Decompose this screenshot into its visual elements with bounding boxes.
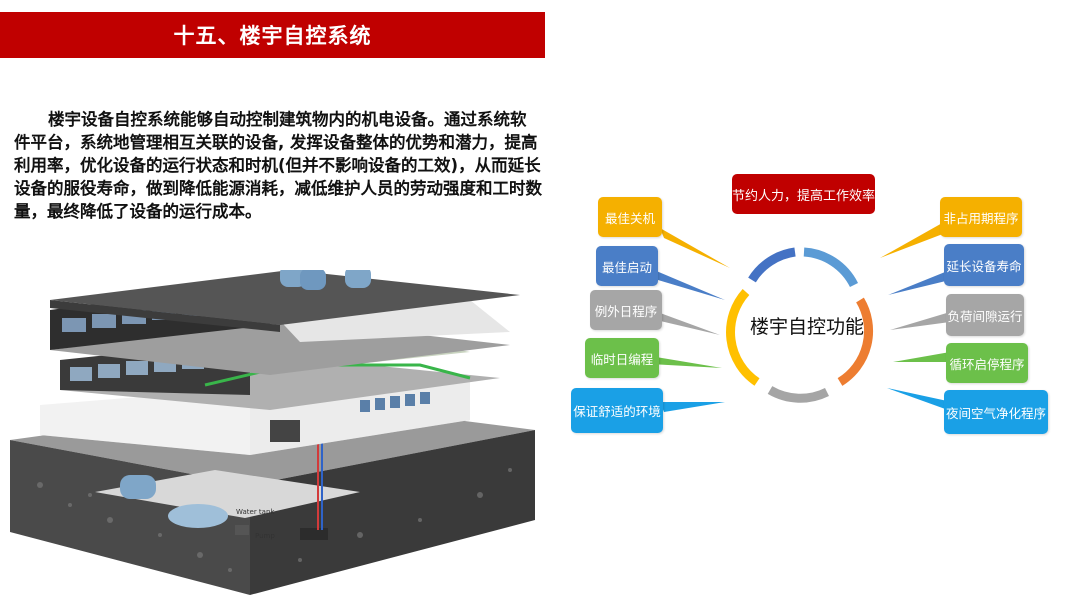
water-tank-2 <box>168 504 228 528</box>
intro-paragraph: 楼宇设备自控系统能够自动控制建筑物内的机电设备。通过系统软件平台，系统地管理相互… <box>14 110 542 221</box>
roof-front <box>50 300 280 332</box>
connector-load-gap <box>890 312 950 330</box>
ring-segment-gray <box>767 386 829 403</box>
water-tank-label: Water tank <box>236 508 275 516</box>
roof-tank-1 <box>280 270 306 287</box>
diagram-center-label: 楼宇自控功能 <box>749 316 864 338</box>
connector-equipment-life <box>888 270 950 295</box>
callout-exception-day: 例外日程序 <box>590 290 662 330</box>
callout-load-gap: 负荷间隙运行 <box>946 294 1024 336</box>
callout-night-purge: 夜间空气净化程序 <box>944 390 1048 434</box>
middle-floor-slab <box>60 358 500 410</box>
function-diagram-connectors <box>650 222 952 412</box>
roof <box>50 270 520 325</box>
title-bar: 十五、楼宇自控系统 <box>0 12 545 58</box>
callout-comfort: 保证舒适的环境 <box>571 388 663 433</box>
green-duct <box>204 363 471 387</box>
connector-temp-day <box>650 356 722 368</box>
connector-best-shutdown <box>660 228 730 268</box>
connector-unoccupied <box>880 222 948 258</box>
callout-best-shutdown: 最佳关机 <box>598 197 662 237</box>
air-handling-unit <box>270 420 300 442</box>
efficiency-header-box: 节约人力，提高工作效率 <box>732 174 875 214</box>
connector-night-purge <box>887 388 952 410</box>
roof-tank-2 <box>300 270 326 290</box>
ring-segment-yellow <box>726 288 760 386</box>
page-title: 十五、楼宇自控系统 <box>173 24 372 48</box>
connector-comfort <box>660 402 725 412</box>
basement-unit <box>300 528 328 540</box>
connector-best-startup <box>654 270 725 300</box>
callout-temp-day: 临时日编程 <box>585 338 659 378</box>
callout-cycle: 循环启停程序 <box>946 343 1028 383</box>
ring-segment-orange <box>837 297 874 386</box>
ground-floor-left <box>40 388 250 455</box>
building-cutaway-illustration: Water tank Pump <box>10 270 535 595</box>
function-ring <box>726 247 874 403</box>
water-tank-1 <box>120 475 156 499</box>
pump-unit <box>235 525 249 535</box>
connector-cycle <box>893 352 950 362</box>
callout-unoccupied: 非占用期程序 <box>940 197 1022 237</box>
pump-label: Pump <box>255 532 275 540</box>
ring-segment-darkblue <box>748 247 796 283</box>
callout-equipment-life: 延长设备寿命 <box>944 244 1024 286</box>
basement-floor <box>95 470 360 518</box>
callout-best-startup: 最佳启动 <box>596 246 658 286</box>
ring-segment-blue <box>803 247 859 288</box>
connector-exception-day <box>652 310 720 335</box>
roof-tank-3 <box>345 270 371 288</box>
